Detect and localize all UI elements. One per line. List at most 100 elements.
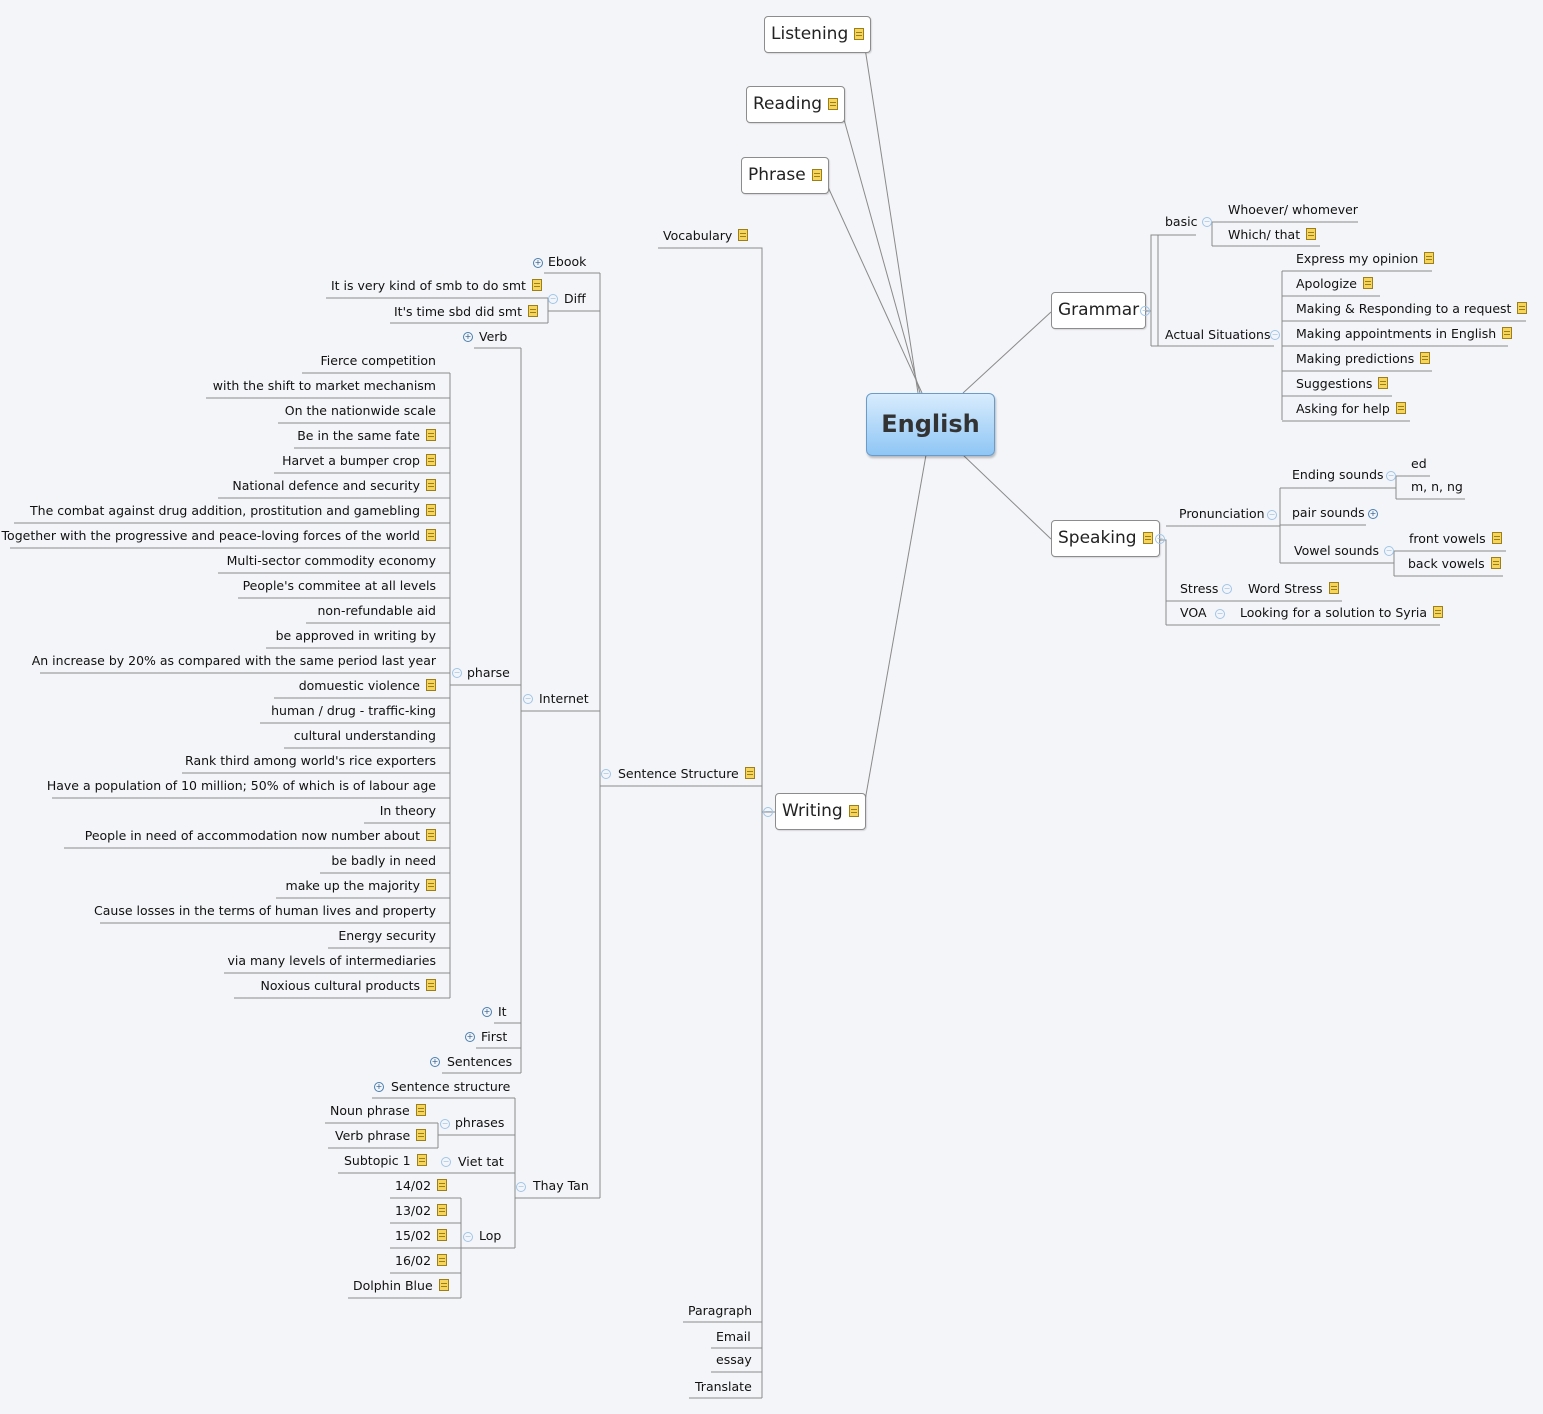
pharse-item[interactable]: Cause losses in the terms of human lives… [94, 903, 436, 919]
lop-item[interactable]: 13/02 [395, 1203, 448, 1219]
grammar-basic-item[interactable]: Whoever/ whomever [1228, 202, 1358, 217]
note-icon[interactable] [426, 529, 436, 541]
diff-item[interactable]: It's time sbd did smt [394, 304, 538, 320]
grammar-basic[interactable]: basic [1165, 214, 1198, 229]
pharse-item[interactable]: domuestic violence [299, 678, 436, 694]
collapse-icon[interactable] [601, 769, 611, 779]
pharse-item[interactable]: National defence and security [232, 478, 436, 494]
ebook[interactable]: Ebook [548, 254, 587, 269]
note-icon[interactable] [1142, 532, 1153, 544]
internet[interactable]: Internet [539, 691, 589, 706]
listening-topic[interactable]: Listening [764, 16, 872, 53]
collapse-icon[interactable] [1202, 217, 1212, 227]
ending-sounds[interactable]: Ending sounds [1292, 467, 1384, 482]
lop[interactable]: Lop [479, 1228, 502, 1243]
pharse[interactable]: pharse [467, 665, 510, 680]
actual-situation-item[interactable]: Making appointments in English [1296, 326, 1513, 342]
expand-icon[interactable] [463, 332, 473, 342]
collapse-icon[interactable] [763, 807, 773, 817]
pharse-item[interactable]: Have a population of 10 million; 50% of … [47, 778, 436, 794]
note-icon[interactable] [854, 28, 865, 40]
verb[interactable]: Verb [479, 329, 508, 344]
note-icon[interactable] [426, 454, 436, 466]
note-icon[interactable] [426, 479, 436, 491]
thay-tan[interactable]: Thay Tan [533, 1178, 589, 1193]
expand-icon[interactable] [533, 258, 543, 268]
viet-tat-item[interactable]: Subtopic 1 [344, 1153, 427, 1169]
actual-situation-item[interactable]: Suggestions [1296, 376, 1389, 392]
note-icon[interactable] [531, 279, 542, 291]
viet-tat[interactable]: Viet tat [458, 1154, 504, 1169]
note-icon[interactable] [1420, 352, 1431, 364]
grammar-topic[interactable]: Grammar [1051, 292, 1147, 329]
diff-item[interactable]: It is very kind of smb to do smt [331, 278, 542, 294]
collapse-icon[interactable] [1386, 471, 1396, 481]
translate[interactable]: Translate [695, 1379, 752, 1394]
lop-item[interactable]: 14/02 [395, 1178, 448, 1194]
email[interactable]: Email [716, 1329, 751, 1344]
pharse-item[interactable]: An increase by 20% as compared with the … [32, 653, 436, 669]
pharse-item[interactable]: Harvet a bumper crop [282, 453, 436, 469]
note-icon[interactable] [426, 829, 436, 841]
ending-sound-item[interactable]: m, n, ng [1411, 479, 1463, 494]
actual-situation-item[interactable]: Apologize [1296, 276, 1373, 292]
note-icon[interactable] [437, 1229, 448, 1241]
collapse-icon[interactable] [1140, 306, 1150, 316]
pharse-item[interactable]: On the nationwide scale [285, 403, 436, 419]
note-icon[interactable] [1395, 402, 1406, 414]
paragraph[interactable]: Paragraph [688, 1303, 753, 1318]
note-icon[interactable] [426, 879, 436, 891]
note-icon[interactable] [1362, 277, 1373, 289]
note-icon[interactable] [744, 767, 755, 779]
pharse-item[interactable]: be approved in writing by [276, 628, 436, 644]
note-icon[interactable] [415, 1104, 426, 1116]
note-icon[interactable] [811, 169, 822, 181]
note-icon[interactable] [1378, 377, 1389, 389]
speaking-voa[interactable]: VOA [1180, 605, 1207, 620]
expand-icon[interactable] [1368, 509, 1378, 519]
grammar-actual-situations[interactable]: Actual Situations [1165, 327, 1271, 342]
root-topic[interactable]: English [866, 393, 995, 456]
lop-item[interactable]: 15/02 [395, 1228, 448, 1244]
diff[interactable]: Diff [564, 291, 586, 306]
note-icon[interactable] [426, 429, 436, 441]
collapse-icon[interactable] [516, 1182, 526, 1192]
note-icon[interactable] [1517, 302, 1528, 314]
lop-item[interactable]: Dolphin Blue [353, 1278, 449, 1294]
pair-sounds[interactable]: pair sounds [1292, 505, 1365, 520]
expand-icon[interactable] [374, 1082, 384, 1092]
vowel-item[interactable]: front vowels [1409, 531, 1502, 547]
sentences[interactable]: Sentences [447, 1054, 513, 1069]
collapse-icon[interactable] [1222, 584, 1232, 594]
collapse-icon[interactable] [441, 1157, 451, 1167]
pharse-item[interactable]: via many levels of intermediaries [227, 953, 436, 969]
note-icon[interactable] [437, 1254, 448, 1266]
sentence-structure[interactable]: Sentence Structure [618, 766, 755, 782]
pharse-item[interactable]: Noxious cultural products [261, 978, 436, 994]
pharse-item[interactable]: non-refundable aid [317, 603, 436, 619]
first[interactable]: First [481, 1029, 508, 1044]
sentence-structure-sub[interactable]: Sentence structure [391, 1079, 511, 1094]
ending-sound-item[interactable]: ed [1411, 456, 1427, 471]
pharse-item[interactable]: make up the majority [286, 878, 436, 894]
pharse-item[interactable]: Fierce competition [321, 353, 437, 369]
note-icon[interactable] [738, 229, 749, 241]
pharse-item[interactable]: Rank third among world's rice exporters [185, 753, 436, 769]
collapse-icon[interactable] [548, 294, 558, 304]
note-icon[interactable] [848, 805, 859, 817]
note-icon[interactable] [438, 1279, 449, 1291]
it[interactable]: It [498, 1004, 507, 1019]
collapse-icon[interactable] [463, 1232, 473, 1242]
collapse-icon[interactable] [440, 1119, 450, 1129]
actual-situation-item[interactable]: Asking for help [1296, 401, 1406, 417]
note-icon[interactable] [416, 1129, 427, 1141]
pharse-item[interactable]: People in need of accommodation now numb… [85, 828, 436, 844]
actual-situation-item[interactable]: Making & Responding to a request [1296, 301, 1528, 317]
pharse-item[interactable]: Multi-sector commodity economy [227, 553, 436, 569]
note-icon[interactable] [1424, 252, 1435, 264]
note-icon[interactable] [426, 679, 436, 691]
pharse-item[interactable]: human / drug - traffic-king [271, 703, 436, 719]
essay[interactable]: essay [716, 1352, 752, 1367]
pharse-item[interactable]: with the shift to market mechanism [213, 378, 436, 394]
note-icon[interactable] [416, 1154, 427, 1166]
